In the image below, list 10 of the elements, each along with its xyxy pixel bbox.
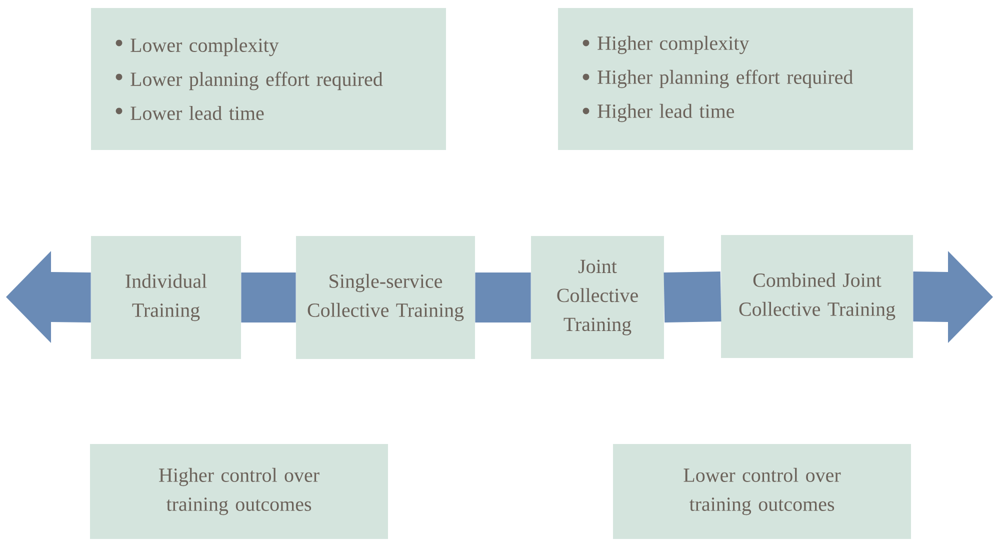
bullet-list-box: Lower complexity Lower planning effort required Lower lead time	[91, 8, 446, 150]
process-box: Joint Collective Training	[531, 236, 664, 359]
arrow	[6, 251, 91, 343]
process-box: Single-service Collective Training	[296, 236, 475, 359]
note-box: Lower control over training outcomes	[613, 444, 911, 539]
arrow	[913, 251, 993, 343]
note-box: Higher control over training outcomes	[90, 444, 388, 539]
bullet-list-box: Higher complexity Higher planning effort required Higher lead time	[558, 8, 913, 150]
process-box: Individual Training	[91, 236, 241, 359]
process-box: Combined Joint Collective Training	[721, 235, 913, 358]
